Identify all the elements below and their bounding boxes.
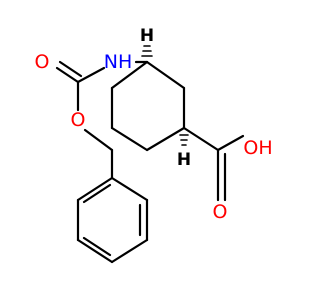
hashed-bond-top [141, 45, 153, 57]
stereo-h-top-label: H [140, 26, 154, 46]
amide-nitrogen-label: NH [104, 51, 133, 73]
benzene-ring [76, 176, 149, 264]
acid-carbonyl-oxygen-label: O [213, 201, 228, 223]
carboxylic-acid-bonds [182, 126, 245, 202]
stereo-h-bottom-label: H [177, 150, 191, 170]
molecule-structure: H H NH O O OH O [0, 0, 300, 300]
carbamate-carbonyl-oxygen-label: O [35, 51, 50, 73]
hashed-bond-bottom [179, 134, 189, 146]
ester-oxygen-label: O [71, 109, 86, 131]
carbamate-bonds [55, 60, 149, 180]
hydroxyl-label: OH [243, 137, 272, 159]
cyclohexane-ring [110, 60, 186, 152]
canvas-background [0, 0, 300, 300]
